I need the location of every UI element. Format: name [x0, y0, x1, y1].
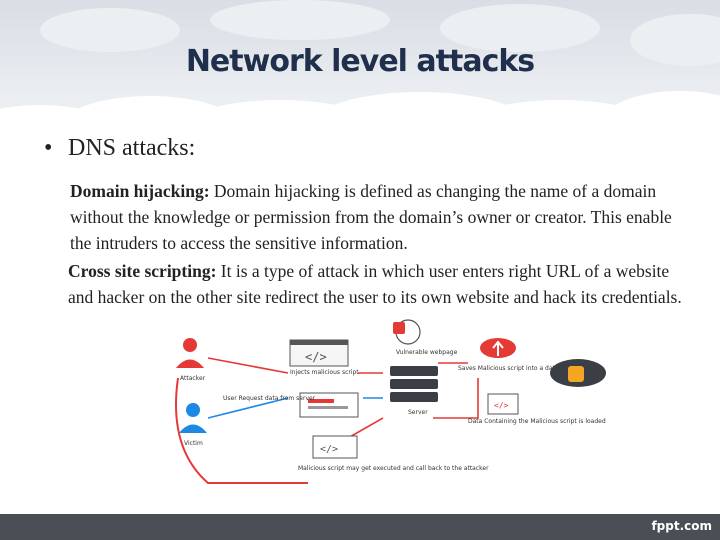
cloud-upload-icon: [480, 338, 516, 358]
bullet-text: DNS attacks:: [68, 135, 196, 161]
code-window-icon: [289, 339, 349, 367]
arrow-callback: [175, 377, 308, 484]
database-cloud-icon: [550, 359, 606, 387]
label-server: Server: [408, 409, 428, 416]
malicious-data-window-icon: [487, 393, 519, 415]
label-saves-script: Saves Malicious script into a database: [458, 365, 573, 372]
term-cross-site-scripting: Cross site scripting:: [68, 261, 217, 281]
arrow-to-browser: [347, 417, 384, 439]
code-glyph-1: </>: [305, 350, 327, 364]
label-victim: Victim: [184, 440, 203, 447]
label-data-containing: Data Containing the Malicious script is …: [468, 418, 606, 425]
victim-icon: [179, 403, 207, 433]
xss-diagram: Attacker Victim </> Injects malicious sc…: [175, 319, 606, 484]
footer-brand: fppt.com: [651, 519, 712, 533]
label-malicious-exec: Malicious script may get executed and ca…: [298, 465, 489, 472]
label-attacker: Attacker: [180, 375, 206, 382]
attacker-icon: [176, 338, 204, 368]
label-injects-script: Injects malicious script: [290, 369, 359, 376]
vulnerable-webpage-icon: [393, 319, 421, 345]
term-domain-hijacking: Domain hijacking:: [70, 181, 210, 201]
malicious-script-window-icon: [312, 435, 358, 459]
code-glyph-3: </>: [320, 444, 338, 455]
code-glyph-2: </>: [494, 401, 509, 410]
cloud-background: [0, 0, 720, 150]
arrow-data-loaded: [433, 378, 479, 419]
bullet-dns-attacks: • DNS attacks:: [44, 135, 195, 162]
slide-title: Network level attacks: [185, 44, 535, 79]
arrow-user-request: [207, 397, 289, 419]
label-user-request: User Request data from server: [223, 395, 316, 402]
bullet-dot: •: [44, 135, 53, 161]
paragraph-cross-site-scripting: Cross site scripting: It is a type of at…: [68, 258, 688, 310]
arrow-inject: [207, 357, 289, 374]
label-vulnerable-webpage: Vulnerable webpage: [396, 349, 458, 356]
paragraph-domain-hijacking: Domain hijacking: Domain hijacking is de…: [70, 178, 690, 256]
server-icon: [390, 366, 438, 402]
text-cross-site-scripting: It is a type of attack in which user ent…: [68, 261, 682, 307]
browser-window-icon: [299, 392, 359, 418]
text-domain-hijacking: Domain hijacking is defined as changing …: [70, 181, 672, 253]
footer-bar: fppt.com: [0, 514, 720, 540]
